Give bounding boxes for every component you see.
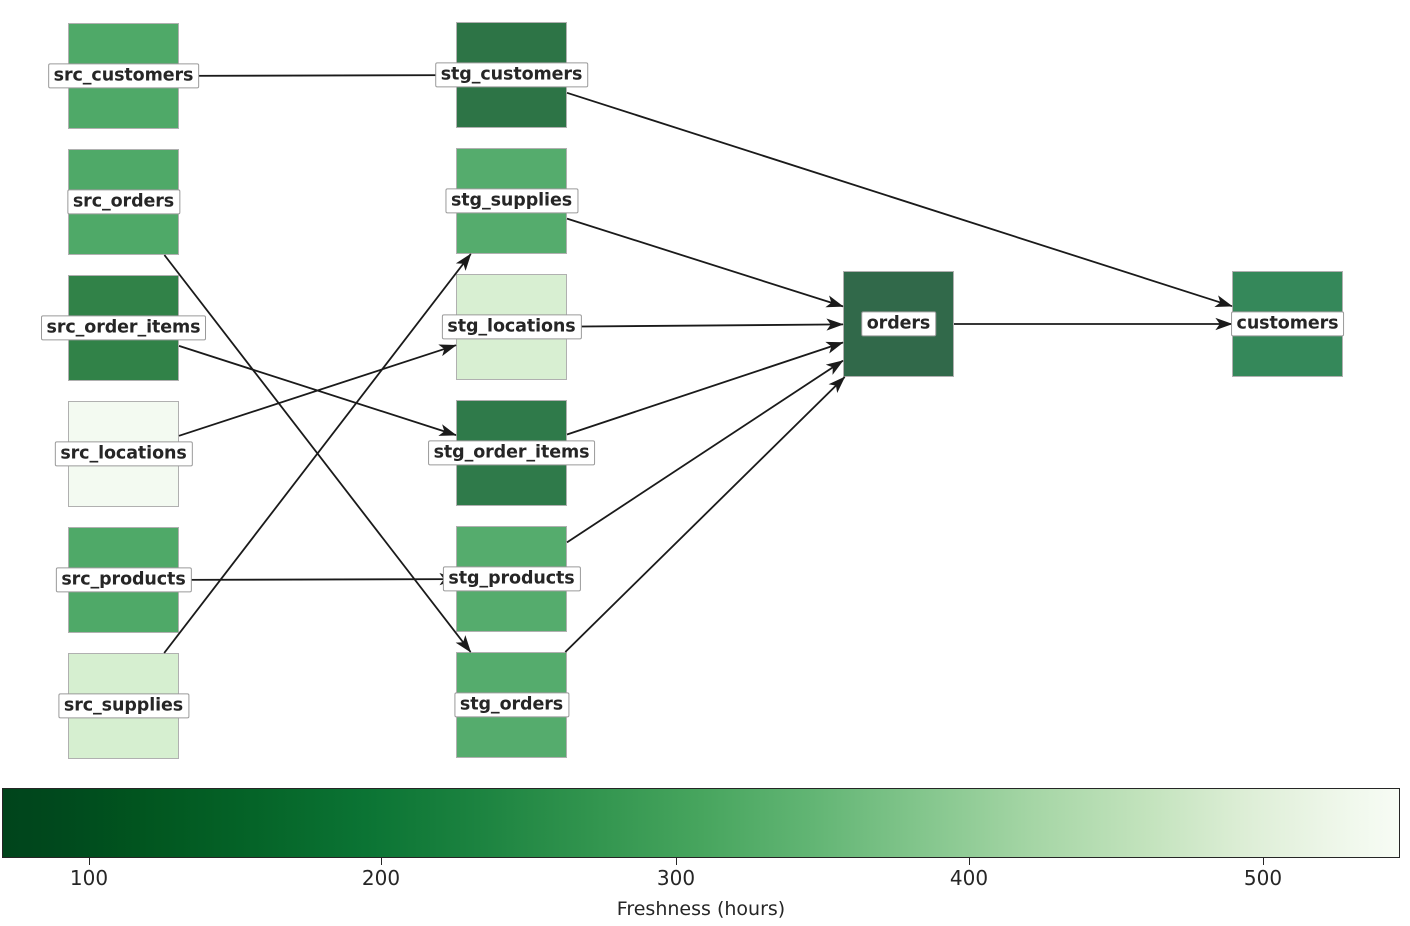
edge-stg_order_items-to-orders <box>566 341 844 436</box>
node-label-stg_locations[interactable]: stg_locations <box>441 314 582 340</box>
node-label-src_order_items[interactable]: src_order_items <box>40 315 207 341</box>
edge-src_supplies-to-stg_supplies <box>163 253 472 654</box>
node-label-src_products[interactable]: src_products <box>55 567 192 593</box>
edge-src_locations-to-stg_locations <box>178 344 457 437</box>
colorbar-tick-mark-300 <box>676 858 677 865</box>
edge-stg_products-to-orders <box>566 359 844 544</box>
edge-stg_locations-to-orders <box>566 318 844 331</box>
edge-stg_orders-to-orders <box>564 376 846 653</box>
colorbar-tick-label-100: 100 <box>69 866 109 890</box>
colorbar-tick-mark-500 <box>1263 858 1264 865</box>
node-label-stg_supplies[interactable]: stg_supplies <box>444 188 579 214</box>
colorbar-axis-label: Freshness (hours) <box>616 898 786 920</box>
edge-stg_supplies-to-orders <box>566 217 844 308</box>
node-label-stg_customers[interactable]: stg_customers <box>434 62 589 88</box>
colorbar-tick-mark-400 <box>969 858 970 865</box>
colorbar-tick-label-200: 200 <box>361 866 401 890</box>
node-label-customers[interactable]: customers <box>1230 311 1345 337</box>
node-label-src_locations[interactable]: src_locations <box>54 441 193 467</box>
node-label-stg_order_items[interactable]: stg_order_items <box>427 440 596 466</box>
colorbar-tick-label-300: 300 <box>656 866 696 890</box>
node-label-stg_products[interactable]: stg_products <box>442 566 581 592</box>
colorbar-gradient <box>2 788 1400 858</box>
node-label-stg_orders[interactable]: stg_orders <box>453 692 570 718</box>
edge-stg_customers-to-customers <box>566 91 1233 308</box>
edge-src_products-to-stg_products <box>178 573 457 586</box>
node-label-src_supplies[interactable]: src_supplies <box>57 693 190 719</box>
node-label-src_customers[interactable]: src_customers <box>47 63 200 89</box>
colorbar-tick-mark-100 <box>89 858 90 865</box>
colorbar-tick-label-400: 400 <box>949 866 989 890</box>
node-label-orders[interactable]: orders <box>860 311 937 337</box>
edge-src_customers-to-stg_customers <box>178 74 457 77</box>
colorbar-tick-label-500: 500 <box>1243 866 1283 890</box>
node-label-src_orders[interactable]: src_orders <box>66 189 181 215</box>
colorbar-tick-mark-200 <box>381 858 382 865</box>
